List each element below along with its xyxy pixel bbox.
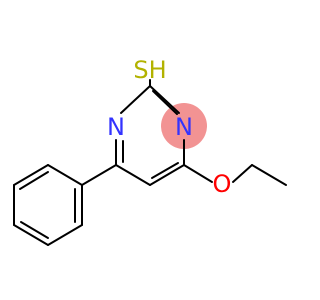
oxygen-label: O xyxy=(213,170,232,198)
bond-c6-c5 xyxy=(115,164,151,186)
phenyl-bond-4 xyxy=(13,224,49,246)
phenyl-bond-1 xyxy=(47,164,83,186)
bond-ch2-ch3 xyxy=(251,164,287,186)
phenyl-bond-5 xyxy=(47,224,83,246)
bond-c5-c4 xyxy=(149,164,185,186)
atom-highlight xyxy=(161,103,207,149)
phenyl-double-2 xyxy=(20,221,49,239)
molecule-drawing: SH N N O xyxy=(13,56,287,246)
nitrogen-left-label: N xyxy=(107,113,125,141)
phenyl-double-1 xyxy=(19,171,49,190)
bond-c2-n-right xyxy=(149,85,180,114)
bond-c4-o xyxy=(183,164,213,183)
sulfur-label: SH xyxy=(133,56,166,84)
bond-c2-n-right-double xyxy=(152,90,178,115)
bond-c2-n-left xyxy=(120,85,151,114)
bond-c5-c4-double xyxy=(151,162,179,179)
bond-o-ch2 xyxy=(232,164,253,183)
nitrogen-right-label: N xyxy=(175,113,193,141)
structure-diagram: SH N N O xyxy=(13,56,287,246)
bond-c6-phenyl xyxy=(81,164,117,186)
phenyl-bond-2 xyxy=(13,164,49,186)
